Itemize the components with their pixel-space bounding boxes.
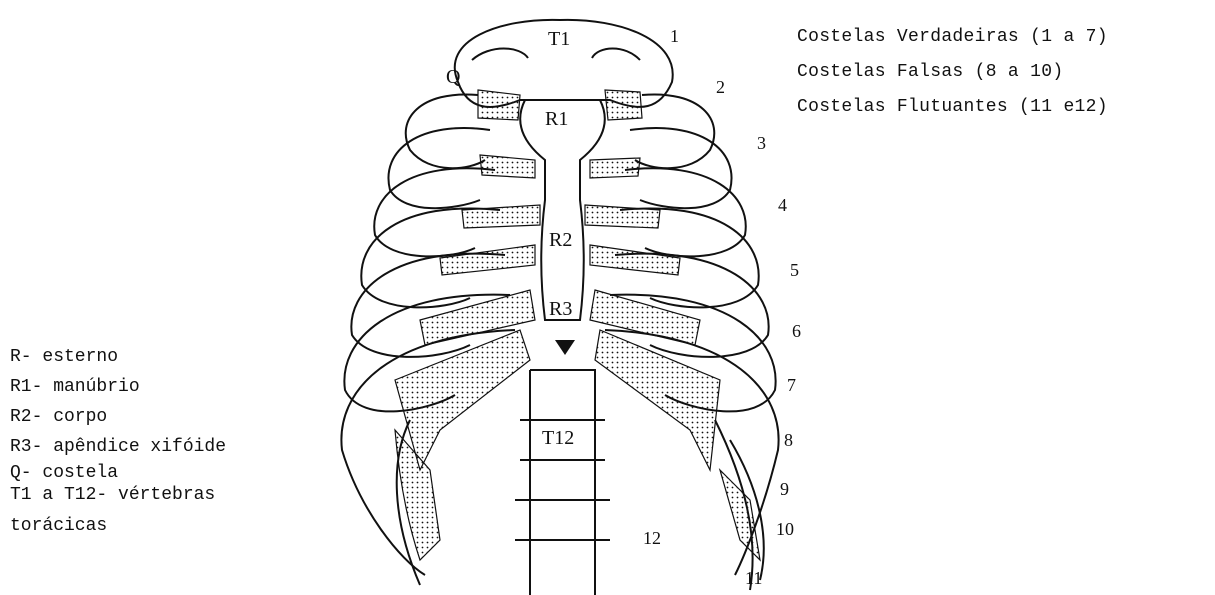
rib-number-12: 12 <box>643 528 661 548</box>
label-q: Q <box>446 66 461 88</box>
rib-number-6: 6 <box>792 321 801 341</box>
rib-number-10: 10 <box>776 519 794 539</box>
rib-number-11: 11 <box>745 568 762 588</box>
rib-number-1: 1 <box>670 26 679 46</box>
label-r1: R1 <box>545 108 568 130</box>
rib-number-9: 9 <box>780 479 789 499</box>
label-t1: T1 <box>548 28 570 50</box>
rib-numbers: 1 2 3 4 5 6 7 8 9 10 11 12 <box>643 26 801 588</box>
rib-number-5: 5 <box>790 260 799 280</box>
label-r3: R3 <box>549 298 572 320</box>
rib-number-2: 2 <box>716 77 725 97</box>
rib-number-7: 7 <box>787 375 796 395</box>
rib-number-4: 4 <box>778 195 787 215</box>
rib-number-3: 3 <box>757 133 766 153</box>
label-r2: R2 <box>549 229 572 251</box>
label-t12: T12 <box>542 427 574 449</box>
rib-number-8: 8 <box>784 430 793 450</box>
xiphoid-arrow <box>555 340 575 355</box>
costal-cartilage-dotted <box>395 90 760 560</box>
